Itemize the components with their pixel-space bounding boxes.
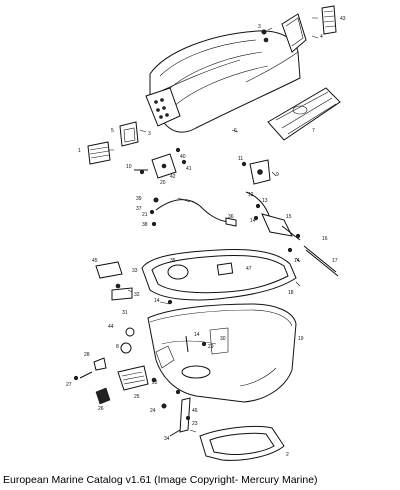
leader-lines	[108, 17, 319, 433]
exploded-parts-diagram: 1 2 3 3 4 5 6 7 8 9 10 11 12 13 14 14 14…	[66, 5, 346, 461]
callout-12: 12	[248, 192, 254, 198]
callout-24: 24	[150, 408, 156, 414]
callout-41: 41	[186, 166, 192, 172]
latch-lever-34	[169, 397, 191, 437]
callout-43: 43	[340, 16, 346, 22]
callout-34: 34	[164, 436, 170, 442]
top-cowl	[145, 30, 301, 133]
latch-bracket-9	[241, 159, 271, 185]
shift-linkage	[245, 191, 339, 277]
callout-37: 37	[136, 206, 142, 212]
callout-39: 39	[136, 196, 142, 202]
callout-17: 17	[332, 258, 338, 264]
callout-40: 40	[180, 154, 186, 160]
callout-36: 36	[228, 214, 234, 220]
callout-14a: 14	[250, 218, 256, 224]
callout-25: 25	[134, 394, 140, 400]
bottom-cowl-hardware	[73, 299, 207, 409]
callout-19: 19	[298, 336, 304, 342]
decal-1	[87, 141, 111, 165]
callout-45: 45	[92, 258, 98, 264]
callout-14d: 14	[194, 332, 200, 338]
callout-13: 13	[262, 198, 268, 204]
hardware-cluster	[134, 147, 187, 179]
callout-35: 35	[170, 258, 176, 264]
side-decal-7	[267, 87, 341, 141]
callout-6: 6	[234, 128, 237, 134]
latch-plate-upper	[261, 13, 307, 53]
decal-plate-45	[95, 261, 133, 301]
bottom-cowl-19	[147, 303, 297, 403]
callout-47: 47	[246, 266, 252, 272]
callout-3a: 3	[258, 24, 261, 30]
callout-44: 44	[108, 324, 114, 330]
callout-33: 33	[132, 268, 138, 274]
callout-2: 2	[286, 452, 289, 458]
callout-15: 15	[286, 214, 292, 220]
callout-26: 26	[98, 406, 104, 412]
callout-18: 18	[288, 290, 294, 296]
callout-38: 38	[142, 222, 148, 228]
callout-3b: 3	[148, 131, 151, 137]
callout-28: 28	[84, 352, 90, 358]
callout-14b: 14	[294, 258, 300, 264]
image-caption: European Marine Catalog v1.61 (Image Cop…	[3, 474, 318, 486]
callout-11: 11	[238, 156, 243, 162]
decal-5	[119, 121, 139, 147]
callout-9: 9	[276, 172, 279, 178]
callout-8: 8	[116, 344, 119, 350]
callout-20: 20	[160, 180, 166, 186]
callout-23: 23	[192, 421, 198, 427]
lower-seal-18	[141, 249, 297, 301]
throttle-rod	[149, 197, 237, 227]
callout-4: 4	[320, 34, 323, 40]
callout-10: 10	[126, 164, 132, 170]
callout-21: 21	[142, 212, 148, 218]
callout-16: 16	[322, 236, 328, 242]
callout-7: 7	[312, 128, 315, 134]
callout-31: 31	[122, 310, 128, 316]
decal-43	[321, 5, 337, 35]
callout-46: 46	[192, 408, 198, 414]
callout-30: 30	[220, 336, 226, 342]
callout-32: 32	[134, 292, 140, 298]
callout-1: 1	[78, 148, 81, 154]
callout-42: 42	[170, 174, 176, 180]
callout-27: 27	[66, 382, 72, 388]
callout-5: 5	[111, 128, 114, 134]
bottom-seal-2	[199, 425, 285, 461]
callout-29: 29	[208, 344, 214, 350]
callout-14c: 14	[154, 298, 160, 304]
callout-22: 22	[152, 380, 158, 386]
